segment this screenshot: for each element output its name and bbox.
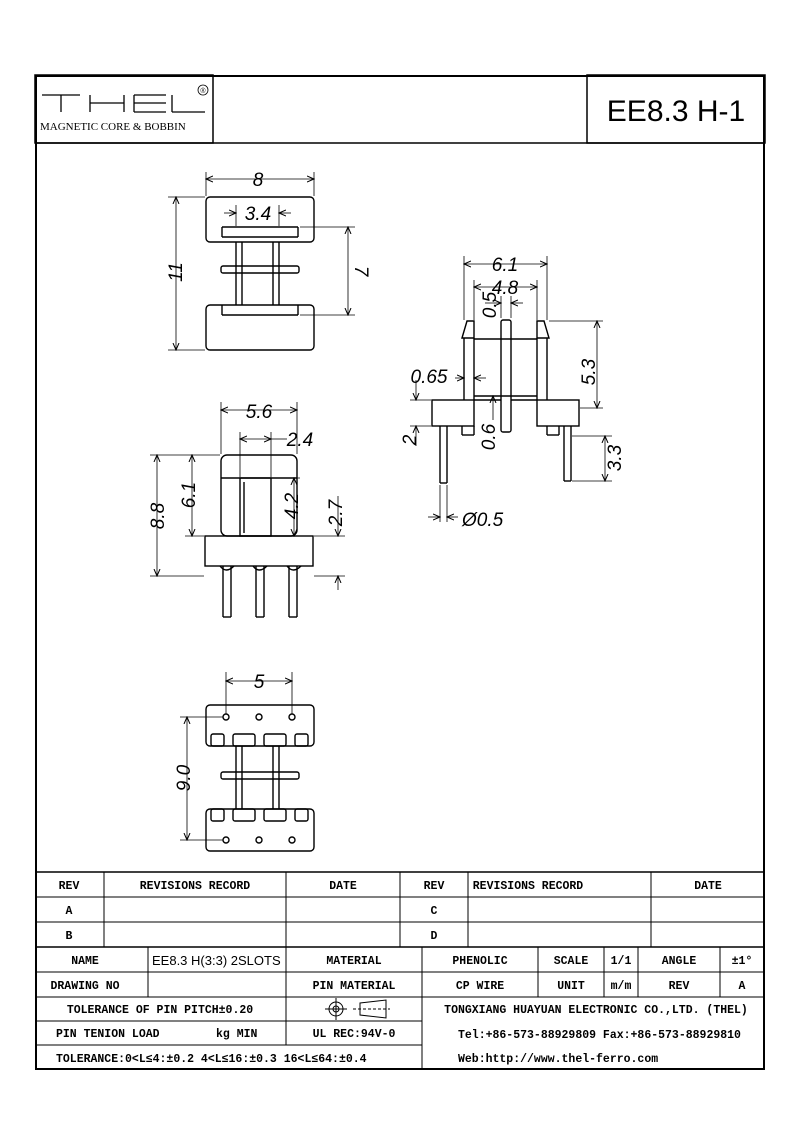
dim-front-window: 2.4 <box>286 430 313 451</box>
logo-wordmark <box>42 94 205 113</box>
pitch-tolerance: TOLERANCE OF PIN PITCH±0.20 <box>67 1004 253 1017</box>
top-view-dims <box>168 172 355 350</box>
date-header-2: DATE <box>694 880 722 893</box>
bottom-view-dims <box>180 672 292 840</box>
side-view-dims <box>410 256 612 522</box>
drawing-frame <box>35 75 765 1070</box>
dim-bottom-pitch: 5 <box>254 672 265 693</box>
angle-label: ANGLE <box>662 955 697 968</box>
part-number: EE8.3 H-1 <box>607 95 745 128</box>
name-label: NAME <box>71 955 99 968</box>
company-web: Web:http://www.thel-ferro.com <box>458 1053 658 1066</box>
rev-header-2: REV <box>424 880 445 893</box>
side-view <box>431 319 580 484</box>
pin-material-value: CP WIRE <box>456 980 504 993</box>
top-view <box>205 196 315 351</box>
dim-side-height: 5.3 <box>579 358 600 385</box>
dim-side-pin: 3.3 <box>605 444 626 471</box>
dim-side-base: 2 <box>400 434 421 446</box>
name-value: EE8.3 H(3:3) 2SLOTS <box>152 953 281 968</box>
rev-row-d: D <box>431 930 438 943</box>
rev-header-1: REV <box>59 880 80 893</box>
dim-side-wall: 0.65 <box>411 367 448 388</box>
date-header-1: DATE <box>329 880 357 893</box>
pin-material-label: PIN MATERIAL <box>313 980 396 993</box>
revisions-record-header-1: REVISIONS RECORD <box>140 880 251 893</box>
dim-bottom-height: 9.0 <box>174 764 195 791</box>
rev-row-c: C <box>431 905 438 918</box>
dim-front-height: 8.8 <box>148 502 169 529</box>
dim-front-base: 2.7 <box>326 498 347 527</box>
title-block-grid <box>35 871 765 1070</box>
dim-top-width: 8 <box>253 170 264 191</box>
unit-label: UNIT <box>557 980 585 993</box>
company-name: TONGXIANG HUAYUAN ELECTRONIC CO.,LTD. (T… <box>444 1004 748 1017</box>
drawing-no-label: DRAWING NO <box>50 980 119 993</box>
pin-load-unit: kg MIN <box>216 1028 258 1041</box>
dim-side-core: 0.6 <box>479 423 500 450</box>
ul-rating: UL REC:94V-0 <box>313 1028 396 1041</box>
projection-symbol-icon <box>325 998 390 1020</box>
logo-tagline: MAGNETIC CORE & BOBBIN <box>40 121 186 133</box>
dim-side-pin-diameter: Ø0.5 <box>461 510 504 531</box>
material-value: PHENOLIC <box>452 955 507 968</box>
registered-mark: ® <box>200 87 206 95</box>
rev-row-a: A <box>66 905 73 918</box>
revisions-record-header-2: REVISIONS RECORD <box>473 880 584 893</box>
angle-value: ±1° <box>732 955 753 968</box>
company-tel: Tel:+86-573-88929809 Fax:+86-573-8892981… <box>458 1029 741 1042</box>
dim-side-inner: 4.8 <box>492 278 519 299</box>
unit-value: m/m <box>611 980 632 993</box>
dim-top-inner-height: 7 <box>350 266 371 278</box>
bottom-view <box>205 704 315 852</box>
dim-top-inner: 3.4 <box>245 204 271 225</box>
dim-top-height: 11 <box>166 262 187 282</box>
material-label: MATERIAL <box>326 955 381 968</box>
front-view-dims <box>150 402 345 590</box>
rev-label: REV <box>669 980 690 993</box>
part-number-box: EE8.3 H-1 <box>586 74 766 144</box>
pin-load-label: PIN TENION LOAD <box>56 1028 160 1041</box>
dim-front-window-height: 4.2 <box>282 492 303 519</box>
dim-front-width: 5.6 <box>246 402 273 423</box>
dim-side-width: 6.1 <box>492 255 518 276</box>
scale-value: 1/1 <box>611 955 632 968</box>
dim-side-flange: 0.5 <box>480 291 501 318</box>
scale-label: SCALE <box>554 955 589 968</box>
rev-row-b: B <box>66 930 73 943</box>
dim-front-inner: 6.1 <box>179 482 200 508</box>
general-tolerance: TOLERANCE:0<L≤4:±0.2 4<L≤16:±0.3 16<L≤64… <box>56 1053 367 1066</box>
rev-value: A <box>739 980 746 993</box>
